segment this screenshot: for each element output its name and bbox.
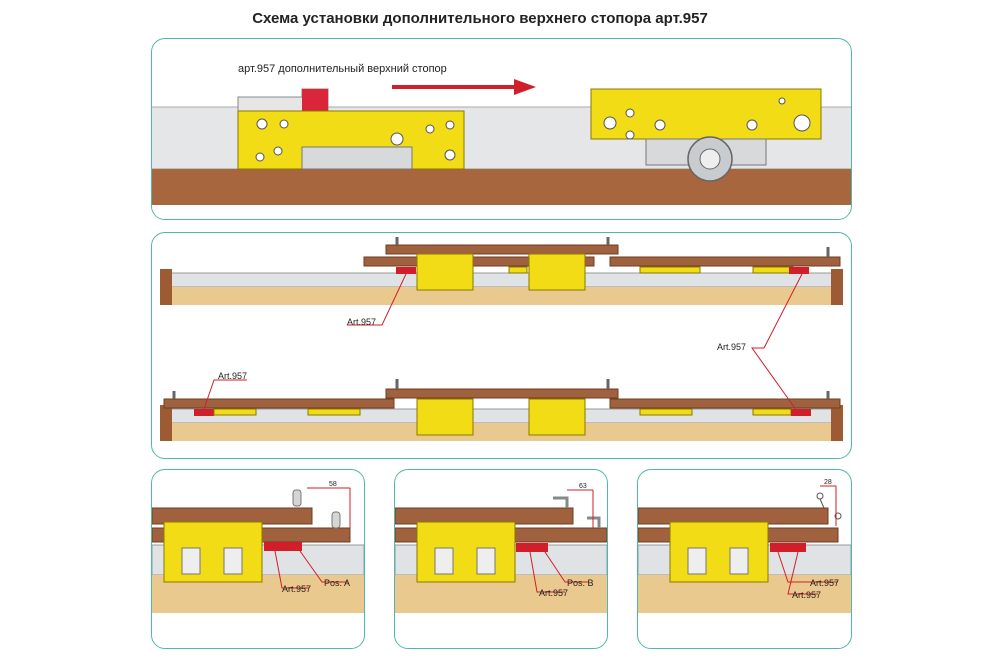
side-view-drawing: арт.957 дополнительный верхний стопор	[152, 63, 851, 219]
art957-b	[516, 543, 548, 552]
stopper-red-part	[302, 89, 328, 111]
carriage-upper-1	[416, 253, 474, 291]
label-pos-a: Pos. A	[324, 578, 350, 588]
door-upper-1	[385, 244, 619, 255]
label-art957-c-1: Art.957	[810, 578, 839, 588]
door-lower-2	[163, 398, 395, 409]
door-panel	[152, 169, 851, 207]
door-upper-3	[609, 256, 841, 267]
floor-upper	[162, 287, 842, 305]
dim-c: 28	[824, 479, 832, 486]
rail-lower	[161, 408, 843, 424]
art957-lower-right	[791, 409, 811, 416]
art957-a	[264, 542, 302, 551]
label-art957-lower: Art.957	[218, 371, 247, 381]
dim-a: 58	[329, 481, 337, 488]
label-pos-b: Pos. B	[567, 578, 594, 588]
carriage-a	[163, 521, 263, 583]
rail-upper	[161, 272, 843, 288]
art957-c	[770, 543, 806, 552]
detail-c-drawing: 28 Art.957 Art.957	[638, 479, 851, 613]
carriage-c	[669, 521, 769, 583]
label-art957-upper: Art.957	[347, 317, 376, 327]
label-art957-c-2: Art.957	[792, 590, 821, 600]
carriage-b	[416, 521, 516, 583]
page-title: Схема установки дополнительного верхнего…	[252, 10, 708, 27]
carriage-right	[590, 88, 822, 140]
detail-panel-pos-b: 63 Art.957 Pos. B	[394, 469, 608, 649]
door-lower-1	[385, 388, 619, 399]
art957-upper-right	[789, 267, 809, 274]
detail-panel-c: 28 Art.957 Art.957	[637, 469, 852, 649]
door-lower-3	[609, 398, 841, 409]
art957-lower-left	[194, 409, 214, 416]
label-art957-a: Art.957	[282, 584, 311, 594]
stopper-caption: арт.957 дополнительный верхний стопор	[238, 63, 447, 75]
carriage-lower-2	[528, 398, 586, 436]
label-art957-right: Art.957	[717, 342, 746, 352]
detail-a-drawing: 58 Art.957 Pos. A	[152, 481, 364, 613]
floor-lower	[162, 423, 842, 441]
art957-upper-left	[396, 267, 416, 274]
detail-b-drawing: 63 Art.957 Pos. B	[395, 483, 607, 613]
carriage-lower-1	[416, 398, 474, 436]
carriage-upper-2	[528, 253, 586, 291]
top-view-panel: Art.957 Art.957 Art.957	[151, 232, 852, 459]
detail-panel-pos-a: 58 Art.957 Pos. A	[151, 469, 365, 649]
label-art957-b: Art.957	[539, 588, 568, 598]
dim-b: 63	[579, 483, 587, 490]
top-view-drawing: Art.957 Art.957 Art.957	[160, 237, 843, 441]
side-view-panel: арт.957 дополнительный верхний стопор	[151, 38, 852, 220]
door-upper-2	[363, 256, 595, 267]
